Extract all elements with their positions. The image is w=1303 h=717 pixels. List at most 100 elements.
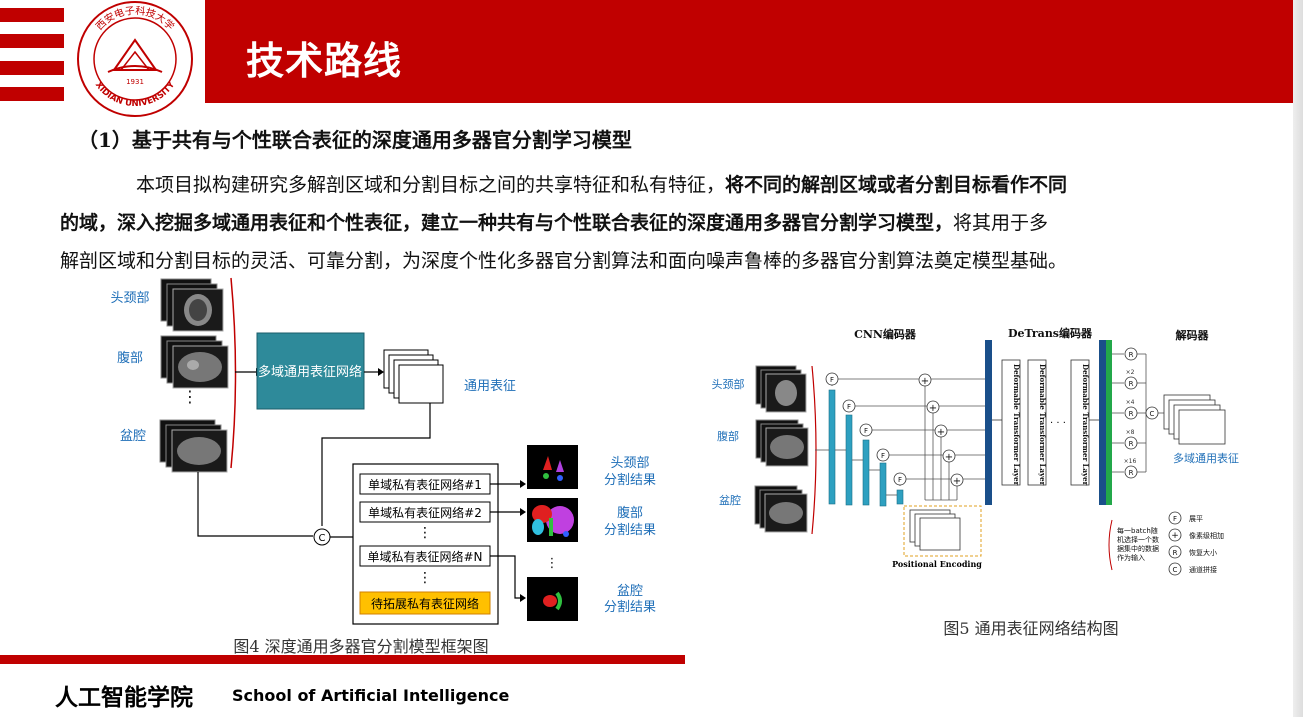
header-stripe [0,8,64,22]
fig4-dots: ⋮ [418,570,432,586]
result-label: 头颈部 [610,456,649,471]
add-symbol: + [937,427,945,438]
logo-year: 1931 [126,78,144,86]
result-image-head [527,445,578,489]
scale-label: ×2 [1126,369,1135,376]
fig4-region-label: 头颈部 [110,291,149,306]
fig5-output-stack [1163,394,1226,445]
paragraph-line-2: 的域，深入挖掘多域通用表征和个性表征，建立一种共有与个性联合表征的深度通用多器官… [60,212,1049,234]
note-line: 机选择一个数 [1117,535,1159,544]
result-label: 腹部 [617,505,643,521]
legend-text: 像素级相加 [1189,531,1224,540]
header-stripe [0,87,64,101]
cnn-encoder-label: CNN编码器 [854,327,917,341]
fig5-output-label: 多域通用表征 [1173,451,1239,465]
fig4-dots: ⋮ [182,387,198,406]
figure-5-network: CNN编码器 DeTrans编码器 解码器 头颈部 腹部 盆腔 [712,326,1240,638]
page-title: 技术路线 [246,39,403,83]
header-stripe [0,61,64,75]
legend-symbol: + [1171,531,1179,541]
transformer-layer-label: Deformable Transformer Layer [1081,364,1090,486]
ct-stack-abdomen [160,335,229,389]
footer-school-en: School of Artificial Intelligence [232,686,510,705]
layer-ellipsis: · · · [1050,418,1066,429]
resize-symbol: R [1129,410,1134,418]
legend-symbol: F [1173,515,1177,523]
private-net-1: 单域私有表征网络#1 [368,477,482,492]
scale-label: ×4 [1126,399,1135,406]
note-line: 据集中的数据 [1117,544,1159,553]
shared-feature-label: 通用表征 [464,379,516,394]
paragraph-line-1: 本项目拟构建研究多解剖区域和分割目标之间的共享特征和私有特征，将不同的解剖区域或… [136,174,1068,196]
transformer-layer-label: Deformable Transformer Layer [1012,364,1021,486]
figure-5-caption: 图5 通用表征网络结构图 [943,619,1118,638]
resize-symbol: R [1129,351,1134,359]
extension-net: 待拓展私有表征网络 [371,596,479,611]
header-bar [205,0,1293,103]
flatten-symbol: F [864,427,868,435]
fig5-region-label: 盆腔 [719,493,741,507]
footer-school-cn: 人工智能学院 [55,685,193,711]
header-stripe [0,34,64,48]
fig5-ct-head [755,365,807,413]
legend-text: 通道拼接 [1189,565,1217,574]
fig5-ct-abdomen [755,419,809,467]
footer-bar [0,655,685,664]
detrans-output-bar [1099,340,1106,505]
ct-stack-head [160,278,224,332]
add-symbol: + [921,376,929,387]
fig4-dots: ⋮ [418,525,432,541]
flatten-symbol: F [847,403,851,411]
concat-symbol: C [319,533,326,544]
fig5-region-label: 腹部 [717,429,739,443]
private-net-2: 单域私有表征网络#2 [368,505,482,520]
figure-4-framework: 头颈部 腹部 盆腔 ⋮ 多域通用表征网络 通用表征 [110,277,656,656]
ct-stack-pelvis [159,419,228,473]
shared-net-label: 多域通用表征网络 [258,364,362,380]
legend-text: 恢复大小 [1189,548,1217,557]
add-symbol: + [929,403,937,414]
resize-symbol: R [1129,469,1134,477]
decoder-bar [1106,340,1112,505]
legend-symbol: C [1173,566,1178,574]
section-heading: （1）基于共有与个性联合表征的深度通用多器官分割学习模型 [78,128,632,152]
scale-label: ×8 [1126,429,1135,436]
resize-symbol: R [1129,380,1134,388]
scale-label: ×16 [1124,458,1137,465]
result-label: 分割结果 [604,599,656,615]
result-label: 分割结果 [604,522,656,538]
private-nets-container [352,463,499,625]
flatten-symbol: F [898,476,902,484]
concat-symbol: C [1150,410,1155,418]
resize-symbol: R [1129,440,1134,448]
decoder-label: 解码器 [1176,328,1210,342]
legend-symbol: R [1173,549,1178,557]
university-logo: 西安电子科技大学 XIDIAN UNIVERSITY 1931 [77,1,193,117]
right-edge [1293,0,1303,717]
result-image-pelvis [527,577,578,621]
flatten-symbol: F [881,452,885,460]
add-symbol: + [945,452,953,463]
fig5-ct-pelvis [754,485,808,533]
note-line: 每一batch随 [1117,526,1158,535]
paragraph-line-3: 解剖区域和分割目标的灵活、可靠分割，为深度个性化多器官分割算法和面向噪声鲁棒的多… [60,250,1068,272]
flatten-symbol: F [830,376,834,384]
result-label: 分割结果 [604,472,656,488]
fig4-region-label: 盆腔 [120,429,146,444]
fig4-region-label: 腹部 [117,350,143,366]
add-symbol: + [953,476,961,487]
shared-feature-stack [383,349,444,404]
detrans-encoder-label: DeTrans编码器 [1008,326,1093,340]
shared-net-box [256,332,365,410]
result-label: 盆腔 [617,584,643,599]
figure-4-caption: 图4 深度通用多器官分割模型框架图 [233,637,488,656]
private-net-n: 单域私有表征网络#N [367,549,482,564]
transformer-layer-label: Deformable Transformer Layer [1038,364,1047,486]
note-line: 作为输入 [1117,553,1145,562]
detrans-input-bar [985,340,992,505]
result-image-abdomen [527,498,578,542]
fig5-region-label: 头颈部 [712,377,745,391]
fig4-dots: ⋮ [546,556,559,571]
positional-encoding-label: Positional Encoding [892,559,982,569]
legend-text: 展平 [1189,515,1203,523]
